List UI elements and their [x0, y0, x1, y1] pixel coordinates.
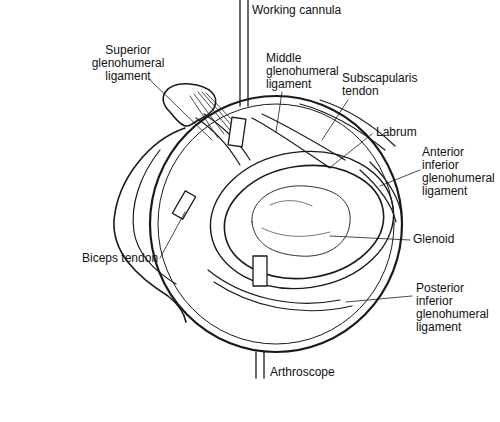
working-cannula — [247, 0, 248, 106]
labrum-ring — [201, 140, 402, 300]
posterior-inferior-ligament — [208, 270, 352, 311]
joint-rim-inner — [158, 104, 394, 344]
leader-line — [346, 296, 412, 302]
anterior-inferior-ligament — [360, 162, 402, 222]
cannula-tip — [228, 117, 246, 147]
arthroscope-tip — [253, 256, 267, 286]
part-label: Superior glenohumeral ligament — [86, 44, 170, 83]
part-label: Biceps tendon — [82, 252, 182, 265]
part-label: Anterior inferior glenohumeral ligament — [422, 146, 498, 198]
part-label: Working cannula — [252, 4, 392, 17]
leader-line — [330, 236, 410, 240]
leader-line — [380, 170, 420, 186]
leader-line — [276, 92, 282, 132]
leader-line — [150, 80, 212, 140]
glenoid-surface — [217, 155, 391, 288]
coracoid-process — [163, 84, 216, 126]
arthroscope-shaft — [255, 352, 256, 378]
working-cannula — [239, 0, 240, 106]
part-label: Posterior inferior glenohumeral ligament — [416, 282, 496, 334]
leader-line — [322, 100, 348, 140]
glenoid-cartilage — [252, 186, 350, 256]
joint-rim-outer — [150, 96, 402, 352]
part-label: Arthroscope — [270, 366, 370, 379]
glenoid-shading — [262, 201, 330, 237]
cannula-tip — [172, 191, 195, 220]
part-label: Glenoid — [413, 233, 493, 246]
leader-lines — [150, 80, 420, 302]
middle-ligament — [252, 114, 345, 168]
leader-line — [160, 212, 185, 258]
superior-ligament — [196, 114, 250, 165]
part-label: Subscapularis tendon — [342, 72, 426, 98]
subscapularis-tendon — [300, 100, 395, 150]
arthroscope-shaft — [263, 352, 264, 378]
part-label: Middle glenohumeral ligament — [266, 52, 346, 91]
part-label: Labrum — [376, 126, 456, 139]
leader-line — [332, 134, 372, 166]
